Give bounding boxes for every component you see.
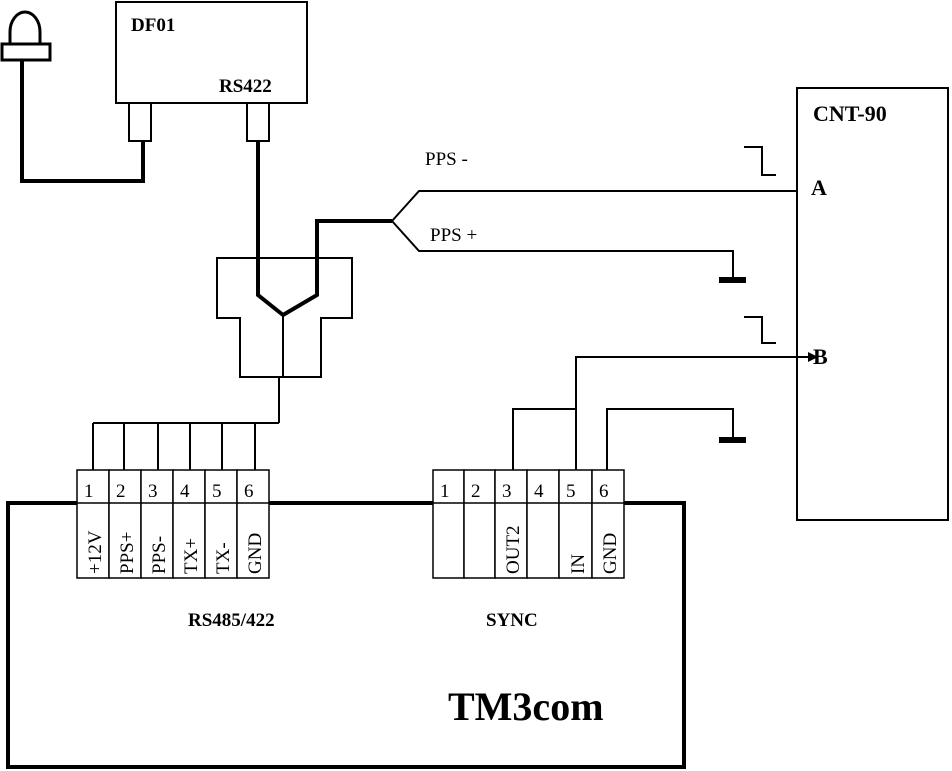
svg-text:2: 2: [471, 481, 481, 502]
svg-text:5: 5: [212, 481, 222, 502]
rs485-terminal-block: 1 +12V 2 PPS+ 3 PPS- 4 TX+ 5 TX-: [76, 469, 270, 579]
terminal-pin: 4: [526, 469, 560, 579]
svg-text:4: 4: [180, 481, 190, 502]
pps-plus-label: PPS +: [430, 225, 477, 246]
svg-text:1: 1: [440, 481, 450, 502]
svg-text:IN: IN: [568, 554, 589, 574]
terminal-pin: 1 +12V: [76, 469, 110, 579]
adapter-trunk: [278, 315, 284, 423]
svg-text:TX-: TX-: [213, 542, 234, 574]
terminal-pin: 6 GND: [591, 469, 625, 579]
rs485-wire-comb: [92, 422, 279, 470]
cnt90-box: [796, 87, 949, 521]
cnt90-input-a-label: A: [811, 175, 827, 200]
pps-plus-wire: [391, 220, 734, 278]
cnt90-input-b-label: B: [813, 344, 828, 369]
sync-terminal-block: 1 2 3 OUT2 4 5 IN: [432, 469, 625, 579]
terminal-pin: 2: [463, 469, 496, 579]
cable-adapter: [216, 257, 353, 378]
svg-text:3: 3: [148, 481, 158, 502]
pulse-icon-a: [744, 146, 776, 176]
svg-text:5: 5: [566, 481, 576, 502]
pps-minus-wire: [391, 190, 808, 222]
svg-text:TX+: TX+: [181, 538, 202, 574]
terminal-pin: 5 TX-: [204, 469, 238, 579]
terminal-pin: 3 PPS-: [140, 469, 174, 579]
svg-text:GND: GND: [600, 533, 621, 574]
df01-rs422-connector: [246, 102, 270, 142]
svg-text:4: 4: [534, 481, 544, 502]
df01-box: [115, 1, 308, 104]
terminal-pin: 6 GND: [236, 469, 270, 579]
sync-in-wire: [575, 356, 808, 470]
svg-text:PPS+: PPS+: [117, 532, 138, 574]
svg-text:PPS-: PPS-: [149, 536, 170, 574]
terminal-pin: 5 IN: [558, 469, 593, 579]
terminal-pin: 1: [432, 469, 465, 579]
rs485-connector-label: RS485/422: [188, 610, 275, 631]
sync-connector-label: SYNC: [486, 610, 538, 631]
sync-out2-wire: [512, 408, 576, 470]
cnt90-label: CNT-90: [813, 101, 887, 126]
sync-gnd-wire: [606, 408, 734, 470]
df01-rs422-label: RS422: [219, 76, 272, 97]
svg-text:1: 1: [84, 481, 94, 502]
rs422-cable: [256, 141, 285, 317]
svg-text:2: 2: [116, 481, 126, 502]
svg-text:+12V: +12V: [85, 530, 106, 574]
df01-label: DF01: [131, 15, 175, 36]
antenna-cable: [20, 60, 145, 183]
pps-minus-label: PPS -: [425, 149, 468, 170]
svg-text:6: 6: [599, 481, 609, 502]
terminal-pin: 3 OUT2: [494, 469, 528, 579]
terminal-pin: 4 TX+: [172, 469, 206, 579]
sync-in-arrowhead: [808, 352, 818, 362]
terminal-pin: 2 PPS+: [108, 469, 142, 579]
antenna-icon: [0, 10, 52, 62]
pulse-icon-b: [744, 316, 776, 344]
tm3com-label: TM3com: [448, 684, 604, 729]
svg-text:GND: GND: [245, 533, 266, 574]
svg-text:3: 3: [502, 481, 512, 502]
pps-cable: [281, 219, 392, 317]
svg-text:6: 6: [244, 481, 254, 502]
svg-text:OUT2: OUT2: [503, 525, 524, 574]
df01-antenna-connector: [128, 102, 152, 142]
